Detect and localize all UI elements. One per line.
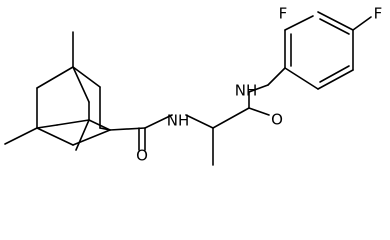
bond [75,119,90,151]
structure-canvas: F F NH O NH O [4,5,382,166]
bond [72,66,90,103]
alanine-backbone [185,84,270,166]
bond [99,127,111,131]
bond [72,66,101,88]
bond [4,127,38,145]
bond [56,119,90,126]
carbonyl-oxygen-upper-label: O [271,111,283,129]
bond [352,16,372,31]
bond [267,67,286,86]
fluorine-para-label: F [374,5,383,23]
anilide-nh-label: NH [235,82,258,100]
bond [317,69,354,90]
bond [185,114,214,129]
difluorophenyl-ring [267,11,372,90]
bond [144,114,173,129]
bond [36,124,58,129]
bond [284,67,319,90]
bond [72,129,111,146]
atom-labels: F F NH O NH O [136,5,382,165]
amide-nh-label: NH [167,112,190,130]
bond [248,84,269,93]
bond [319,18,350,35]
bond [248,107,270,116]
bond [212,107,250,129]
bond [284,15,314,31]
bond [36,127,74,146]
chemical-structure-diagram: F F NH O NH O [4,5,382,166]
bond [319,65,350,83]
adamantane-cage [4,31,146,151]
bond [317,11,354,31]
bond [36,66,74,89]
amide-carbonyl-lower [138,114,173,151]
fluorine-ortho-label: F [279,5,288,23]
carbonyl-oxygen-lower-label: O [136,147,148,165]
